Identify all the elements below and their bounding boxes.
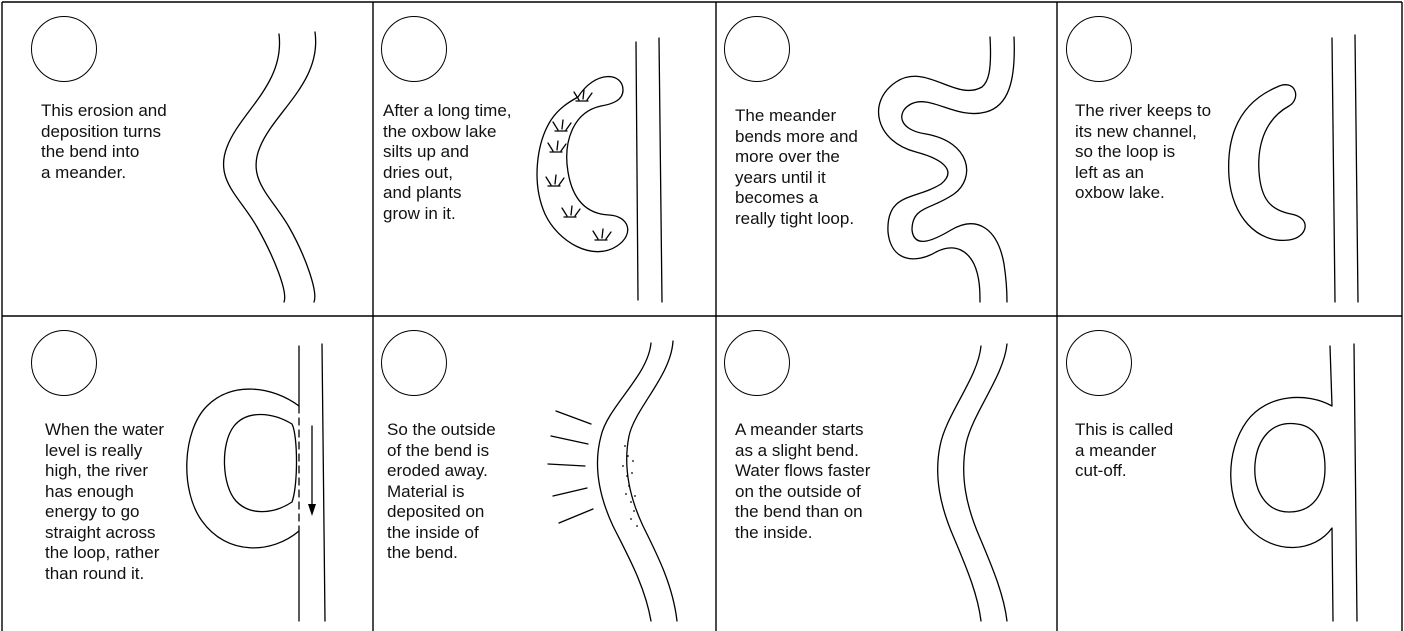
panel-5: When the water level is really high, the…: [2, 316, 373, 631]
panel-8: This is called a meander cut-off.: [1057, 316, 1402, 631]
panel-7: A meander starts as a slight bend. Water…: [716, 316, 1057, 631]
erosion-deposition-bend-drawing: [373, 316, 716, 631]
panel-6: So the outside of the bend is eroded awa…: [373, 316, 716, 631]
panel-1: This erosion and deposition turns the be…: [2, 2, 373, 316]
meander-river-drawing: [2, 2, 373, 316]
dried-oxbow-lake-drawing: [373, 2, 716, 316]
panel-3: The meander bends more and more over the…: [716, 2, 1057, 316]
meander-cutoff-drawing: [1057, 316, 1402, 631]
panel-4: The river keeps to its new channel, so t…: [1057, 2, 1402, 316]
oxbow-lake-drawing: [1057, 2, 1402, 316]
slight-bend-drawing: [716, 316, 1057, 631]
loop-cutoff-flood-drawing: [2, 316, 373, 631]
tight-meander-loop-drawing: [716, 2, 1057, 316]
plant-tufts: [546, 90, 611, 240]
erosion-lines: [548, 411, 593, 523]
panel-2: After a long time, the oxbow lake silts …: [373, 2, 716, 316]
